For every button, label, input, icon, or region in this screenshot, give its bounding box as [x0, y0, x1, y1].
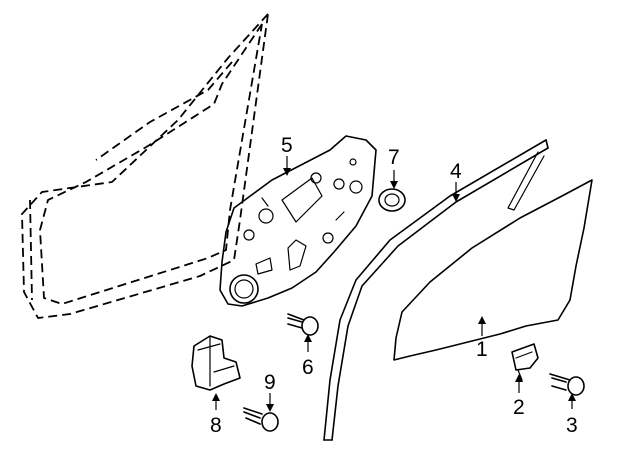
glass-run-channel [323, 139, 549, 441]
door-shell-outline [21, 13, 269, 319]
door-glass [393, 179, 593, 361]
bolt-6 [287, 313, 319, 336]
callout-2: 2 [513, 396, 525, 419]
callout-4: 4 [450, 160, 462, 183]
callout-9: 9 [264, 371, 276, 394]
callout-1: 1 [476, 338, 488, 361]
callout-5: 5 [281, 134, 293, 157]
bolt-3 [549, 373, 585, 396]
window-regulator-panel [219, 135, 377, 307]
regulator-motor [191, 335, 241, 391]
grommet-plug [378, 188, 406, 212]
callout-8: 8 [210, 414, 222, 437]
bolt-9 [243, 407, 279, 432]
callout-7: 7 [388, 146, 400, 169]
glass-clip [511, 343, 539, 381]
callout-6: 6 [302, 356, 314, 379]
callout-3: 3 [566, 414, 578, 437]
